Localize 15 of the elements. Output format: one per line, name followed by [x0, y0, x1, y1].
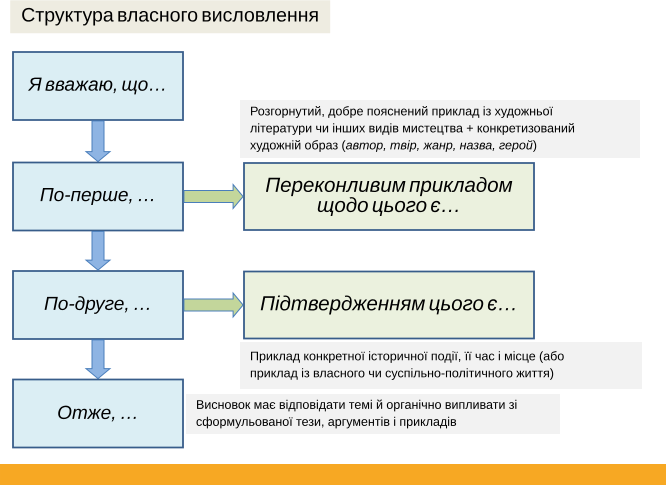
step-box: Я вважаю, що… [12, 51, 184, 121]
note-box: Приклад конкретної історичної події, її час і місце (або приклад із власного чи суспільно-політичного життя) [240, 342, 642, 389]
note-box: Розгорнутий, добре пояснений приклад із художньої літератури чи інших видів мистецтва + конкретизований художній образ (автор, твір, жанр, назва, герой) [240, 100, 640, 158]
block-arrow [183, 292, 244, 318]
block-arrow [183, 183, 244, 210]
step-box: Отже, … [12, 378, 184, 448]
result-box: Підтвердженням цього є… [243, 270, 535, 340]
block-arrow [84, 230, 112, 271]
step-box: По-перше, … [12, 162, 184, 232]
result-box: Переконливим прикладом щодо цього є… [243, 162, 535, 231]
block-arrow [84, 339, 112, 380]
step-box: По-друге, … [12, 270, 184, 340]
title: Структура власного висловлення [10, 0, 330, 34]
block-arrow [84, 120, 112, 162]
note-box: Висновок має відповідати темі й органічно випливати зі сформульованої тези, аргументів і прикладів [186, 394, 560, 434]
